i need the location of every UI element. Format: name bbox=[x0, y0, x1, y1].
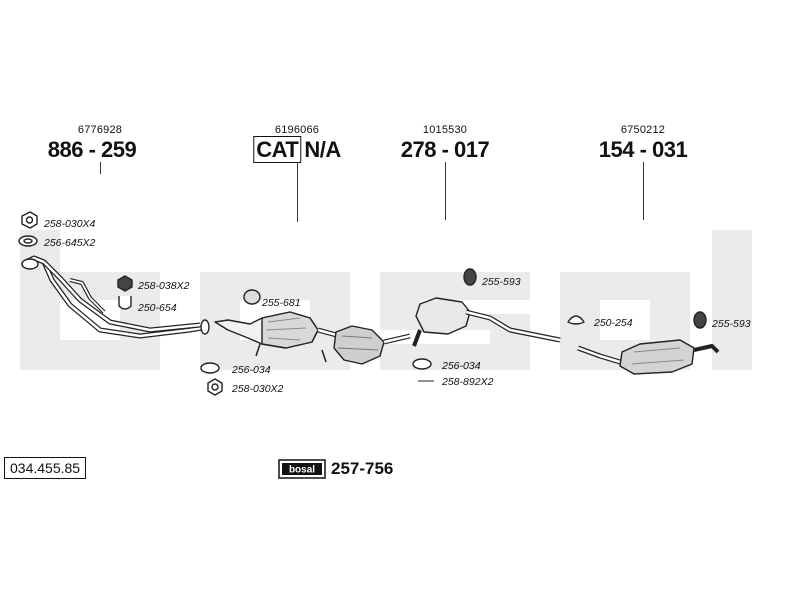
part-number-big-1: 886 - 259 bbox=[47, 137, 137, 162]
part-label-256-034-b: 256-034 bbox=[442, 360, 481, 372]
part-label-250-654: 250-654 bbox=[138, 302, 177, 314]
part-number-small-2: 6196066 bbox=[274, 124, 320, 136]
reference-number: 034.455.85 bbox=[4, 457, 87, 479]
cat-badge: CAT bbox=[253, 136, 302, 163]
rubber-mount-icon bbox=[463, 268, 477, 286]
leader-line-3 bbox=[445, 162, 446, 220]
leader-line-2 bbox=[297, 162, 298, 222]
rubber-mount-icon bbox=[243, 289, 261, 305]
gasket-icon bbox=[412, 358, 432, 370]
leader-line-1 bbox=[100, 162, 101, 174]
part-number-small-1: 6776928 bbox=[77, 124, 123, 136]
part-number-small-3: 1015530 bbox=[422, 124, 468, 136]
part-label-258-030x2: 258-030X2 bbox=[232, 383, 284, 395]
part-number-big-3: 278 - 017 bbox=[400, 137, 490, 162]
part-label-256-034-a: 256-034 bbox=[232, 364, 271, 376]
part-label-258-892x2: 258-892X2 bbox=[442, 376, 494, 388]
gasket-icon bbox=[200, 362, 220, 374]
part-label-250-254: 250-254 bbox=[594, 317, 633, 329]
part-label-256-645x2: 256-645X2 bbox=[44, 237, 96, 249]
bosal-logo-icon: bosal bbox=[278, 459, 326, 479]
part-label-255-681: 255-681 bbox=[262, 297, 301, 309]
leader-line-4 bbox=[643, 162, 644, 220]
part-label-255-593-b: 255-593 bbox=[712, 318, 751, 330]
u-clamp-icon bbox=[118, 296, 132, 310]
part-number-big-4: 154 - 031 bbox=[598, 137, 688, 162]
part-number-small-4: 6750212 bbox=[620, 124, 666, 136]
rubber-mount-icon bbox=[693, 311, 707, 329]
part-label-258-038x2: 258-038X2 bbox=[138, 280, 190, 292]
nut-icon bbox=[117, 275, 133, 292]
cat-value: N/A bbox=[304, 137, 341, 162]
brand-part-code: 257-756 bbox=[331, 459, 394, 478]
svg-text:bosal: bosal bbox=[289, 465, 315, 476]
part-label-258-030x4: 258-030X4 bbox=[44, 218, 96, 230]
clamp-icon bbox=[567, 315, 585, 325]
part-label-255-593-a: 255-593 bbox=[482, 276, 521, 288]
